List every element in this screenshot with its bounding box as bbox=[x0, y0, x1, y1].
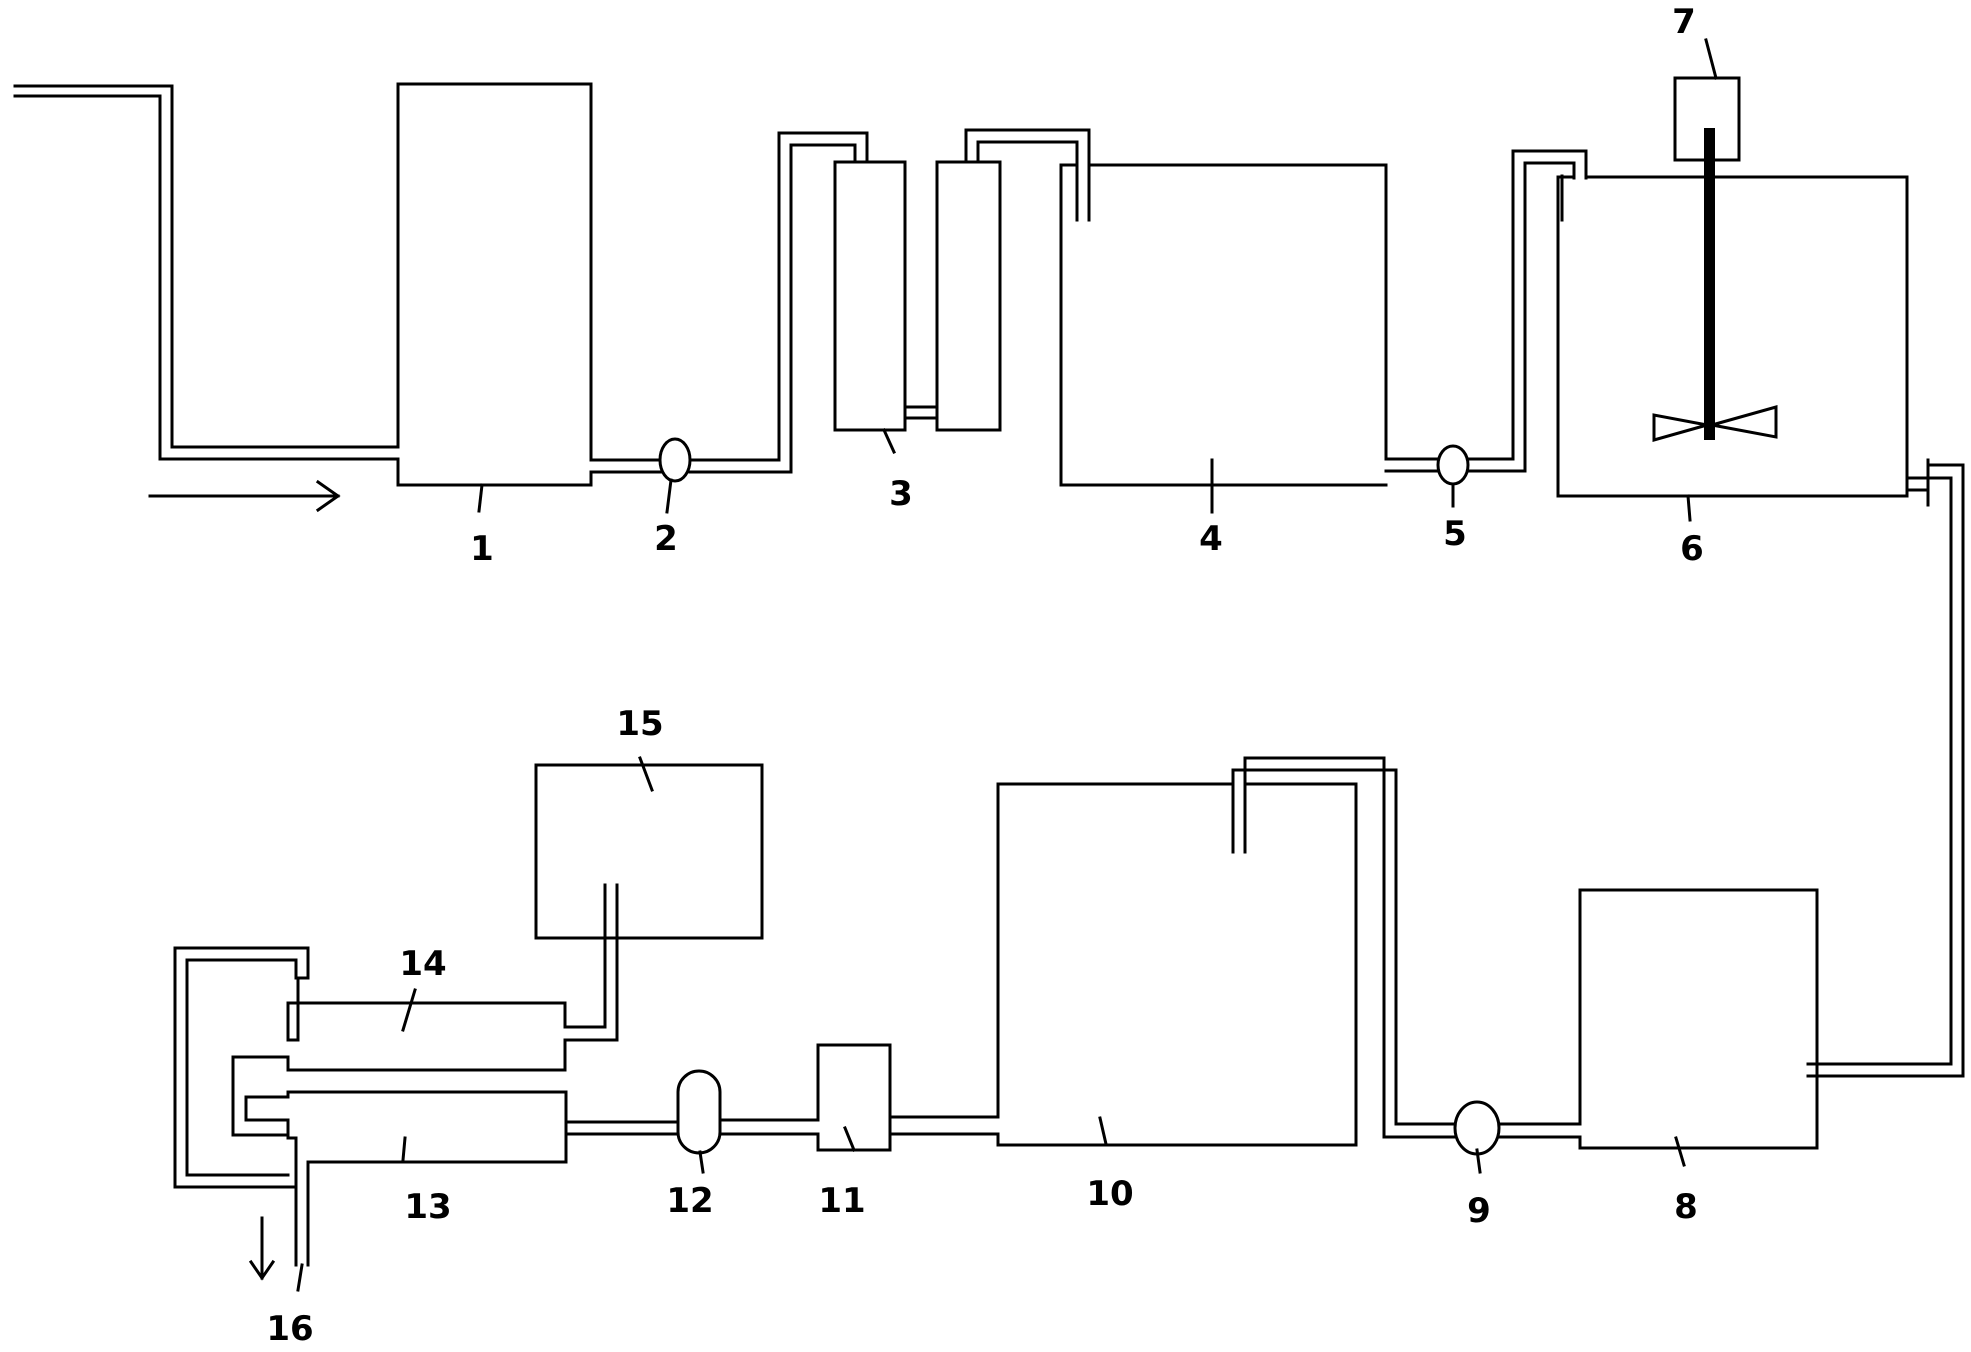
unit-15-label: 15 bbox=[616, 704, 663, 744]
pipe-11-to-12 bbox=[718, 1118, 820, 1136]
pipe-5-to-6 bbox=[1466, 149, 1588, 473]
unit-2-label: 2 bbox=[654, 519, 678, 559]
unit-10-leader bbox=[1098, 1116, 1108, 1146]
unit-5-pump: 5 bbox=[1436, 444, 1470, 554]
unit-7-label: 7 bbox=[1672, 2, 1696, 42]
unit-13-module: 13 bbox=[244, 1090, 568, 1227]
agitator-shaft bbox=[1704, 128, 1715, 440]
unit-6-label: 6 bbox=[1680, 529, 1704, 569]
unit-9-pump: 9 bbox=[1453, 1100, 1501, 1231]
unit-6-leader bbox=[1686, 494, 1692, 522]
unit-5-label: 5 bbox=[1443, 514, 1467, 554]
unit-14-label: 14 bbox=[399, 944, 446, 984]
pipe-4-to-5 bbox=[1384, 457, 1442, 473]
unit-14-leader bbox=[401, 988, 417, 1032]
unit-11-label: 11 bbox=[818, 1181, 865, 1221]
unit-16-label: 16 bbox=[266, 1309, 313, 1349]
unit-12-pump: 12 bbox=[666, 1069, 722, 1221]
unit-13-label: 13 bbox=[404, 1187, 451, 1227]
unit-8-leader bbox=[1674, 1136, 1686, 1167]
unit-1-tank: 1 bbox=[396, 82, 593, 569]
unit-9-leader bbox=[1475, 1148, 1482, 1174]
pipe-10-to-11 bbox=[888, 1115, 1000, 1136]
unit-14-module: 14 bbox=[231, 944, 567, 1137]
unit-12-label: 12 bbox=[666, 1181, 713, 1221]
pipe-8-to-9 bbox=[1498, 1122, 1582, 1139]
unit-4-label: 4 bbox=[1199, 519, 1223, 559]
unit-7-leader bbox=[1704, 38, 1718, 80]
unit-15-tank: 15 bbox=[534, 704, 764, 940]
unit-2-pump: 2 bbox=[654, 437, 692, 559]
pipe-2-to-3 bbox=[688, 131, 869, 474]
unit-8-tank: 8 bbox=[1578, 888, 1819, 1227]
unit-11-vessel: 11 bbox=[816, 1043, 892, 1221]
unit-15-leader bbox=[638, 756, 654, 792]
unit-1-leader bbox=[477, 483, 484, 513]
unit-8-label: 8 bbox=[1674, 1187, 1698, 1227]
unit-7-agitator: 7 bbox=[1652, 2, 1778, 442]
unit-6-mixing-tank: 6 bbox=[1556, 175, 1909, 569]
unit-4-tank: 4 bbox=[1059, 163, 1388, 559]
unit-9-label: 9 bbox=[1467, 1191, 1491, 1231]
pipe-6-to-8 bbox=[1806, 458, 1965, 1078]
unit-11-leader bbox=[843, 1126, 856, 1152]
unit-1-label: 1 bbox=[470, 529, 494, 569]
pipe-9-to-10 bbox=[1231, 756, 1457, 1139]
unit-2-leader bbox=[665, 478, 673, 514]
unit-3-label: 3 bbox=[889, 474, 913, 514]
inlet-flow-arrow bbox=[148, 479, 341, 513]
unit-3-leader bbox=[882, 428, 896, 454]
unit-16-leader bbox=[296, 1263, 304, 1292]
unit-10-label: 10 bbox=[1086, 1174, 1133, 1214]
unit-10-tank: 10 bbox=[996, 782, 1358, 1214]
impeller-blade-right bbox=[1711, 405, 1778, 439]
pipe-12-to-13 bbox=[564, 1120, 680, 1136]
unit-12-leader bbox=[698, 1150, 705, 1174]
unit-3-columns: 3 bbox=[833, 160, 1002, 514]
inlet-pipe bbox=[13, 84, 400, 461]
pipe-14-to-15 bbox=[563, 883, 619, 1042]
pipe-3-to-4 bbox=[964, 128, 1091, 222]
unit-13-leader bbox=[401, 1136, 407, 1162]
outlet-flow-arrow bbox=[248, 1216, 276, 1281]
unit-16-outlet: 16 bbox=[266, 1173, 314, 1349]
impeller-blade-left bbox=[1652, 413, 1708, 442]
pipe-1-to-2 bbox=[589, 458, 664, 474]
